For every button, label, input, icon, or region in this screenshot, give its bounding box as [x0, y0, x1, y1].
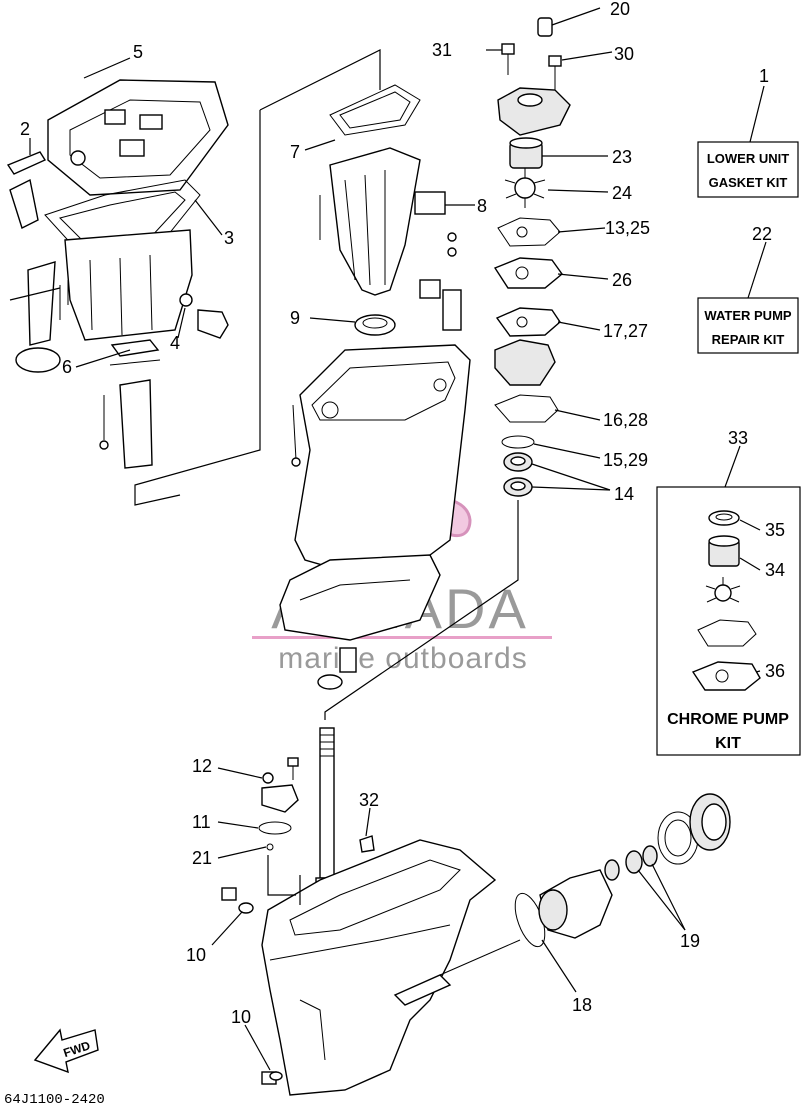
callout-19: 19	[680, 931, 700, 951]
chrome-kit-impeller-icon	[705, 577, 741, 603]
part-35	[708, 510, 740, 526]
drive-shaft	[319, 727, 335, 879]
callout-11: 11	[192, 812, 211, 832]
exhaust-tube	[119, 379, 153, 469]
watermark-underline	[252, 636, 552, 639]
bracket-2	[6, 151, 47, 175]
fwd-arrow-icon: FWD	[33, 1028, 99, 1074]
callout-20: 20	[610, 0, 630, 19]
callout-12: 12	[192, 756, 212, 776]
gasket-kit-line1: LOWER UNIT	[707, 151, 789, 166]
callout-2: 2	[20, 119, 30, 139]
callout-21: 21	[192, 848, 212, 868]
drive-shaft-housing-assembly	[279, 84, 471, 690]
callout-24: 24	[612, 183, 632, 203]
drawing-number: 64J1100-2420	[4, 1092, 105, 1108]
callout-6: 6	[62, 357, 72, 377]
part-32	[359, 835, 375, 853]
part-21	[266, 843, 274, 851]
callout-14: 14	[614, 484, 634, 504]
callout-9: 9	[290, 308, 300, 328]
callout-17-27: 17,27	[603, 321, 648, 341]
callout-8: 8	[477, 196, 487, 216]
gasket-kit-line2: GASKET KIT	[709, 175, 788, 190]
part-8	[414, 191, 446, 215]
spline-coupler	[339, 647, 357, 673]
callout-5: 5	[133, 42, 143, 62]
o-ring-11	[258, 821, 292, 835]
lower-unit-gasket-kit-box: LOWER UNIT GASKET KIT	[697, 141, 799, 198]
callout-labels: 5 2 3 4 6 7 8 9 20 31 30 23 24 13,25 26 …	[20, 0, 785, 1027]
callout-23: 23	[612, 147, 632, 167]
o-ring-15-29	[501, 435, 535, 449]
gasket-16-28	[494, 394, 559, 423]
callout-30: 30	[614, 44, 634, 64]
callout-4: 4	[170, 333, 180, 353]
callout-13-25: 13,25	[605, 218, 650, 238]
chrome-kit-line1: CHROME PUMP	[667, 711, 789, 728]
water-pump-repair-kit-box: WATER PUMP REPAIR KIT	[697, 297, 799, 354]
callout-31: 31	[432, 40, 452, 60]
pump-kit-line2: REPAIR KIT	[712, 332, 785, 347]
gearcase	[261, 839, 497, 1096]
callout-26: 26	[612, 270, 632, 290]
chrome-kit-line2: KIT	[715, 735, 741, 752]
callout-3: 3	[224, 228, 234, 248]
callout-10a: 10	[186, 945, 206, 965]
callout-33: 33	[728, 428, 748, 448]
lower-housing	[64, 229, 193, 341]
callout-22: 22	[752, 224, 772, 244]
leader-lines	[29, 7, 767, 1071]
anti-cavitation-plate	[279, 554, 441, 641]
chrome-pump-kit-box: CHROME PUMP KIT	[656, 486, 801, 756]
exhaust-pipe	[329, 147, 421, 296]
callout-1: 1	[759, 66, 769, 86]
callout-34: 34	[765, 560, 785, 580]
water-pump-assembly	[324, 17, 571, 720]
callout-10b: 10	[231, 1007, 251, 1027]
callout-36: 36	[765, 661, 785, 681]
drive-shaft-housing	[294, 344, 471, 571]
part-12	[261, 784, 299, 813]
gasket-7	[329, 84, 421, 136]
pump-kit-line1: WATER PUMP	[704, 308, 791, 323]
callout-35: 35	[765, 520, 785, 540]
seal-19a	[625, 850, 643, 874]
gasket-17-27	[495, 307, 561, 337]
pump-housing	[497, 87, 571, 136]
lower-unit-assembly	[221, 727, 731, 1096]
grommet-20	[537, 17, 553, 37]
seal-19b	[642, 845, 658, 867]
part-36	[691, 661, 761, 691]
callout-16-28: 16,28	[603, 410, 648, 430]
pump-base	[494, 339, 556, 386]
callout-7: 7	[290, 142, 300, 162]
gasket-13-25	[497, 217, 561, 247]
callout-18: 18	[572, 995, 592, 1015]
upper-plate	[47, 79, 229, 196]
callout-32: 32	[359, 790, 379, 810]
impeller-24-icon	[504, 168, 546, 208]
upper-casing-assembly	[6, 49, 381, 506]
callout-15-29: 15,29	[603, 450, 648, 470]
